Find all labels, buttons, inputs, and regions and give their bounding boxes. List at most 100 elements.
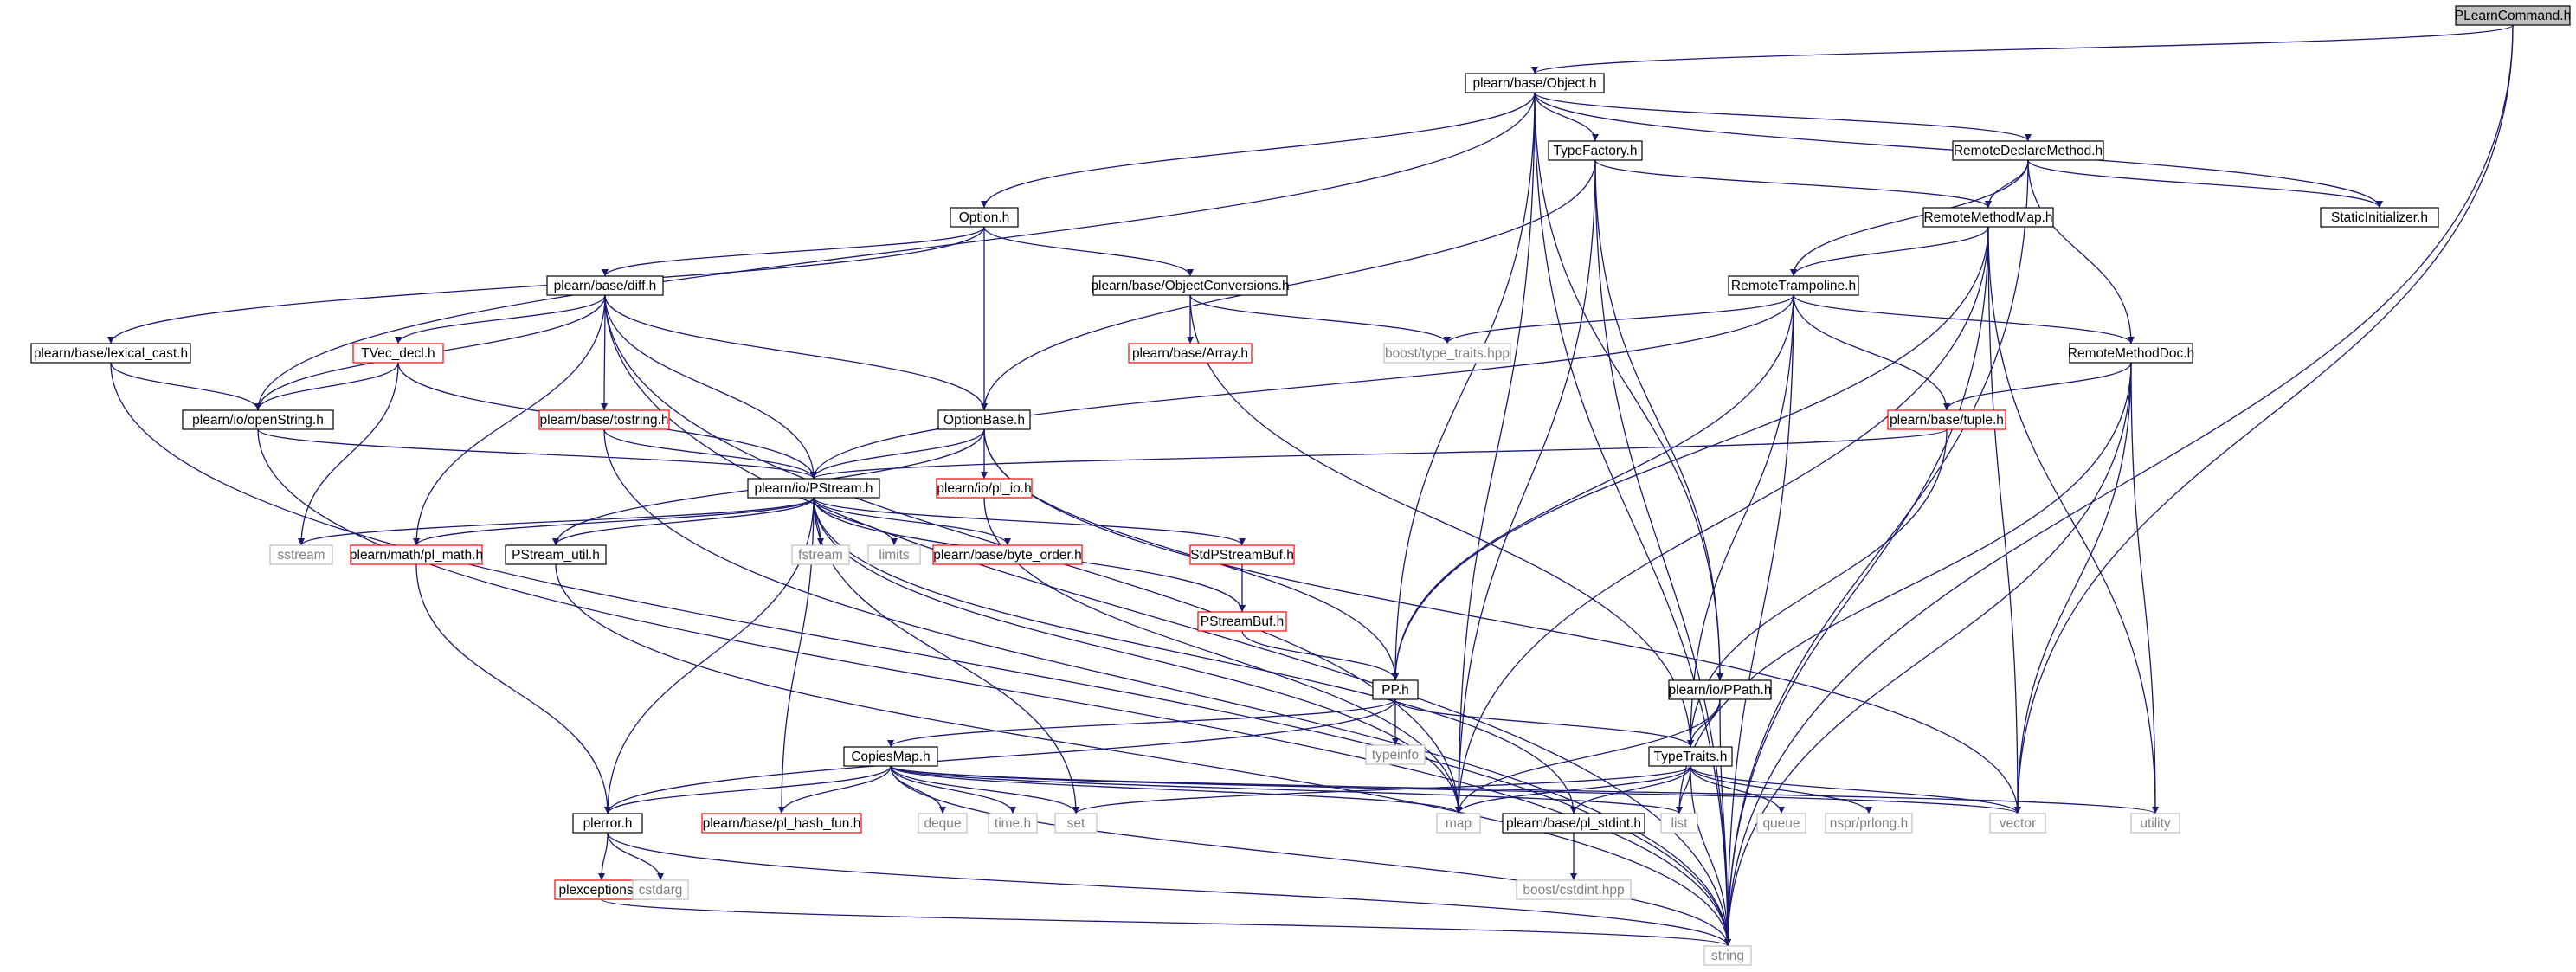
edge-object-h-to-string bbox=[1534, 92, 1731, 947]
node-optionbase-h[interactable]: OptionBase.h bbox=[937, 409, 1031, 430]
edge-lexical-cast-h-to-openstring-h bbox=[110, 362, 261, 411]
node-lexical-cast-h[interactable]: plearn/base/lexical_cast.h bbox=[30, 343, 191, 364]
edge-optionbase-h-to-vector bbox=[983, 428, 2021, 814]
node-pl-math-h[interactable]: plearn/math/pl_math.h bbox=[350, 544, 483, 565]
node-label: boost/type_traits.hpp bbox=[1385, 346, 1510, 361]
edge-object-h-to-typefactory-h bbox=[1534, 92, 1599, 142]
node-map: map bbox=[1436, 813, 1481, 834]
edge-copiesmap-h-to-map bbox=[890, 765, 1462, 814]
edge-remotedeclaremethod-h-to-remotemethodmap-h bbox=[1985, 159, 2029, 209]
node-box bbox=[1952, 140, 2104, 161]
node-typefactory-h[interactable]: TypeFactory.h bbox=[1548, 140, 1643, 161]
node-label: TypeFactory.h bbox=[1553, 144, 1637, 158]
node-label: plearn/base/ObjectConversions.h bbox=[1091, 279, 1289, 293]
node-label: boost/cstdint.hpp bbox=[1523, 883, 1624, 898]
node-box bbox=[867, 544, 921, 565]
node-tuple-h[interactable]: plearn/base/tuple.h bbox=[1887, 409, 2006, 430]
node-label: plearn/base/tuple.h bbox=[1890, 413, 2004, 428]
node-byte-order-h[interactable]: plearn/base/byte_order.h bbox=[932, 544, 1083, 565]
edge-typefactory-h-to-remotemethodmap-h bbox=[1594, 159, 1992, 209]
node-copiesmap-h[interactable]: CopiesMap.h bbox=[843, 746, 938, 767]
node-option-h[interactable]: Option.h bbox=[950, 207, 1019, 228]
node-label: set bbox=[1067, 816, 1085, 831]
node-label: plearn/base/pl_stdint.h bbox=[1506, 816, 1641, 831]
node-staticinitializer-h[interactable]: StaticInitializer.h bbox=[2320, 207, 2439, 228]
node-prlong-h: nspr/prlong.h bbox=[1825, 813, 1913, 834]
edge-pstream-util-h-to-string bbox=[555, 563, 1731, 947]
node-box bbox=[1197, 611, 1287, 632]
node-box bbox=[932, 544, 1083, 565]
node-label: RemoteMethodMap.h bbox=[1923, 210, 2052, 225]
node-sstream: sstream bbox=[269, 544, 333, 565]
node-box bbox=[1728, 275, 1859, 296]
node-label: TypeTraits.h bbox=[1654, 750, 1728, 764]
node-cstdarg: cstdarg bbox=[632, 879, 689, 900]
node-type-traits-hpp: boost/type_traits.hpp bbox=[1383, 343, 1511, 364]
node-objectconversions-h[interactable]: plearn/base/ObjectConversions.h bbox=[1091, 275, 1290, 296]
node-pl-stdint-h[interactable]: plearn/base/pl_stdint.h bbox=[1502, 813, 1645, 834]
node-box bbox=[950, 207, 1019, 228]
edge-plearncommand-h-to-string bbox=[1724, 24, 2514, 947]
node-label: CopiesMap.h bbox=[851, 750, 930, 764]
node-label: plearn/io/PPath.h bbox=[1669, 683, 1772, 698]
edge-remotemethodmap-h-to-vector bbox=[1987, 226, 2021, 814]
edge-object-h-to-remotedeclaremethod-h bbox=[1534, 92, 2032, 142]
edge-pstream-h-to-pl-stdint-h bbox=[813, 497, 1577, 814]
node-remotemethoddoc-h[interactable]: RemoteMethodDoc.h bbox=[2068, 343, 2194, 364]
node-tostring-h[interactable]: plearn/base/tostring.h bbox=[538, 409, 670, 430]
node-plexceptions-h[interactable]: plexceptions.h bbox=[554, 879, 649, 900]
node-pp-h[interactable]: PP.h bbox=[1372, 679, 1419, 700]
edge-copiesmap-h-to-pl-hash-fun-h bbox=[778, 765, 892, 814]
node-label: RemoteDeclareMethod.h bbox=[1954, 144, 2103, 158]
node-box bbox=[1922, 207, 2054, 228]
node-diff-h[interactable]: plearn/base/diff.h bbox=[546, 275, 664, 296]
edge-object-h-to-pp-h bbox=[1392, 92, 1536, 681]
edge-pstream-h-to-limits bbox=[813, 497, 898, 546]
node-typetraits-h[interactable]: TypeTraits.h bbox=[1648, 746, 1733, 767]
node-label: plearn/math/pl_math.h bbox=[350, 548, 483, 563]
edge-tostring-h-to-string bbox=[603, 428, 1731, 947]
node-label: TVec_decl.h bbox=[361, 346, 435, 361]
node-array-h[interactable]: plearn/base/Array.h bbox=[1128, 343, 1253, 364]
edge-object-h-to-map bbox=[1455, 92, 1536, 814]
edge-objectconversions-h-to-typetraits-h bbox=[1189, 294, 1694, 748]
edge-remotemethodmap-h-to-utility bbox=[1987, 226, 2159, 814]
edge-pp-h-to-plerror-h bbox=[604, 698, 1396, 814]
edge-remotedeclaremethod-h-to-staticinitializer-h bbox=[2027, 159, 2383, 209]
node-ppath-h[interactable]: plearn/io/PPath.h bbox=[1668, 679, 1772, 700]
node-remotedeclaremethod-h[interactable]: RemoteDeclareMethod.h bbox=[1952, 140, 2104, 161]
node-plearncommand-h[interactable]: PLearnCommand.h bbox=[2455, 5, 2571, 26]
edge-tuple-h-to-pstream-h bbox=[810, 428, 1948, 480]
edge-remotedeclaremethod-h-to-remotetrampoline-h bbox=[1790, 159, 2029, 277]
node-label: map bbox=[1446, 816, 1472, 831]
node-object-h[interactable]: plearn/base/Object.h bbox=[1465, 73, 1605, 93]
node-label: fstream bbox=[798, 548, 843, 563]
edge-diff-h-to-pl-math-h bbox=[413, 294, 606, 546]
edge-object-h-to-ppath-h bbox=[1534, 92, 1723, 681]
node-stdpstreambuf-h[interactable]: StdPStreamBuf.h bbox=[1189, 544, 1295, 565]
node-pl-io-h[interactable]: plearn/io/pl_io.h bbox=[936, 478, 1033, 499]
node-label: StdPStreamBuf.h bbox=[1190, 548, 1294, 563]
node-label: limits bbox=[879, 548, 910, 563]
node-pl-hash-fun-h[interactable]: plearn/base/pl_hash_fun.h bbox=[701, 813, 862, 834]
node-remotemethodmap-h[interactable]: RemoteMethodMap.h bbox=[1922, 207, 2054, 228]
node-typeinfo: typeinfo bbox=[1365, 744, 1426, 765]
node-pstream-h[interactable]: plearn/io/PStream.h bbox=[747, 478, 880, 499]
node-remotetrampoline-h[interactable]: RemoteTrampoline.h bbox=[1728, 275, 1859, 296]
node-label: list bbox=[1671, 816, 1689, 831]
edge-copiesmap-h-to-set bbox=[890, 765, 1079, 814]
node-tvec-decl-h[interactable]: TVec_decl.h bbox=[352, 343, 444, 364]
node-box bbox=[918, 813, 968, 834]
node-pstream-util-h[interactable]: PStream_util.h bbox=[505, 544, 607, 565]
node-plerror-h[interactable]: plerror.h bbox=[572, 813, 643, 834]
node-box bbox=[182, 409, 334, 430]
node-pstreambuf-h[interactable]: PStreamBuf.h bbox=[1197, 611, 1287, 632]
edge-diff-h-to-pstream-h bbox=[604, 294, 817, 480]
node-openstring-h[interactable]: plearn/io/openString.h bbox=[182, 409, 334, 430]
edge-remotedeclaremethod-h-to-string bbox=[1724, 159, 2029, 947]
edge-objectconversions-h-to-type-traits-hpp bbox=[1189, 294, 1451, 344]
edge-typefactory-h-to-map bbox=[1455, 159, 1596, 814]
node-box bbox=[269, 544, 333, 565]
edge-diff-h-to-tvec-decl-h bbox=[395, 294, 606, 344]
node-box bbox=[1887, 409, 2006, 430]
